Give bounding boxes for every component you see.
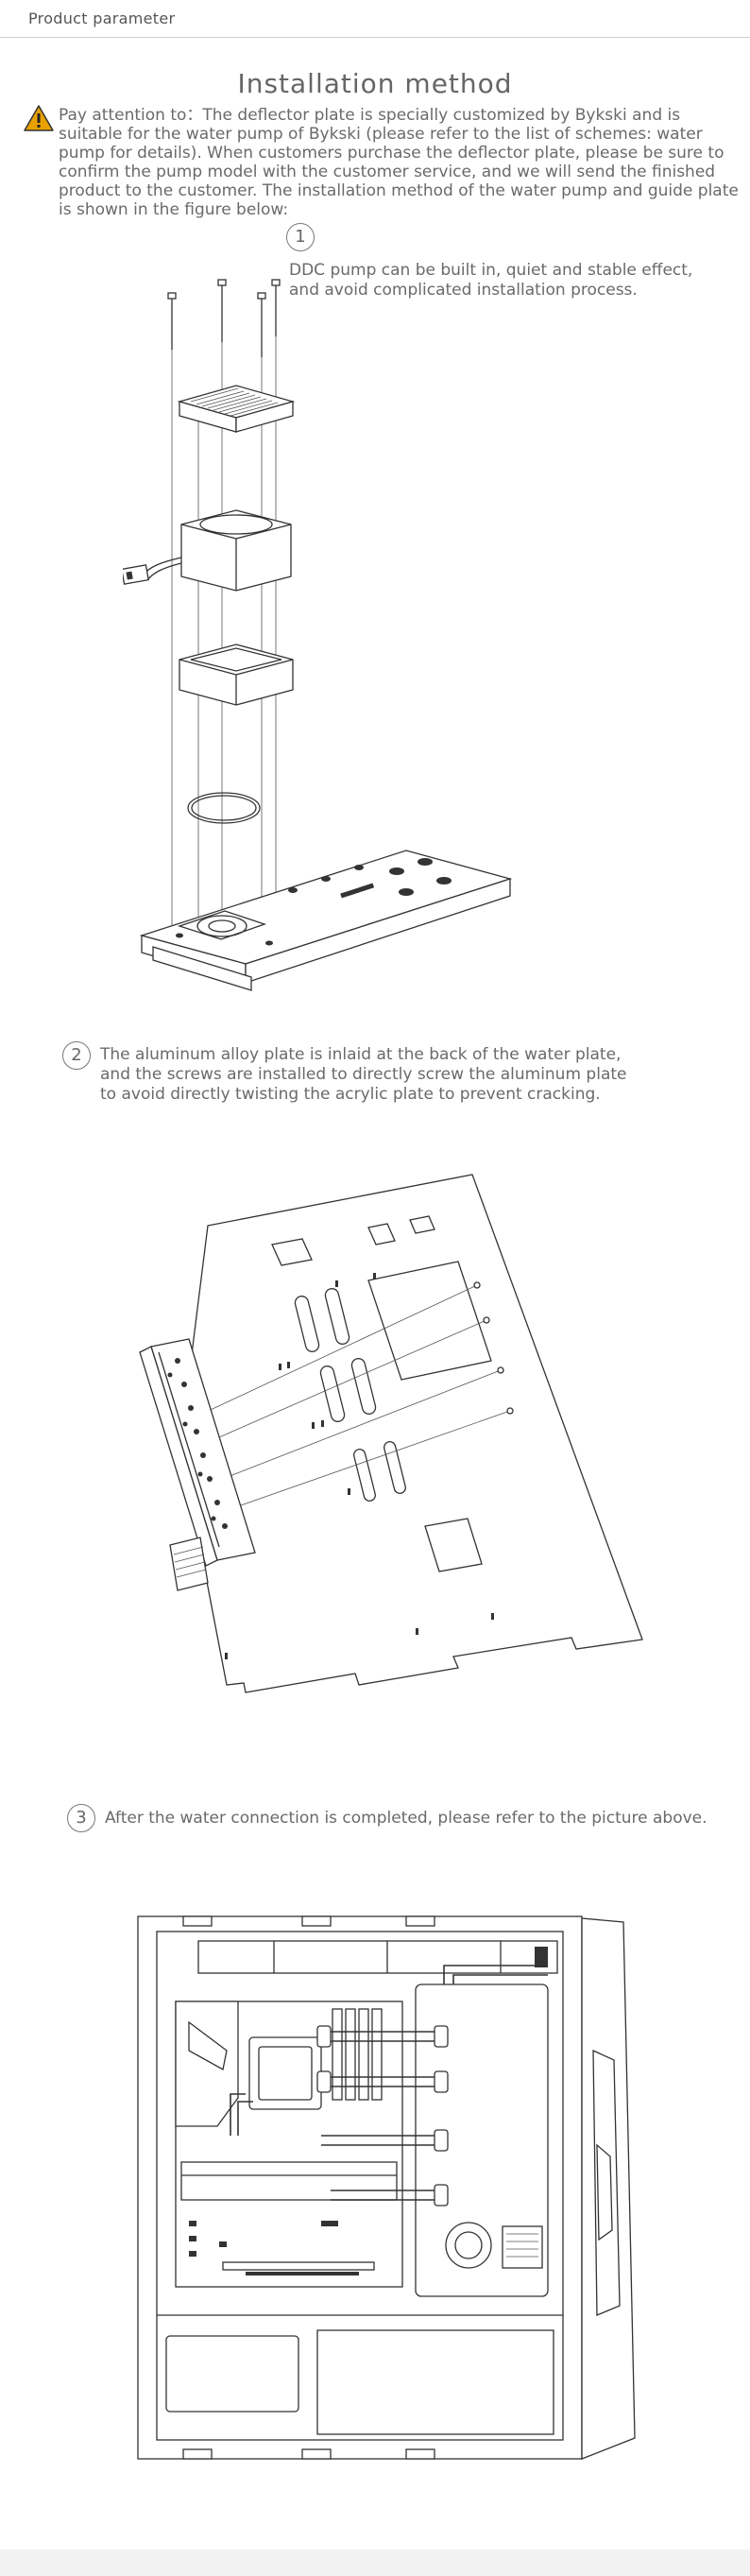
page-title: Installation method [237, 68, 513, 99]
notice-text: Pay attention to：The deflector plate is … [59, 106, 739, 219]
step-2-number: 2 [62, 1041, 91, 1070]
step-1-text: DDC pump can be built in, quiet and stab… [289, 261, 693, 300]
plate-mounting-figure [139, 1174, 643, 1693]
top-bar: Product parameter [0, 0, 750, 38]
footer-band [0, 2550, 750, 2576]
section-label: Product parameter [28, 9, 176, 27]
warning-icon [24, 105, 54, 131]
step-1-number: 1 [286, 223, 315, 251]
step-2-text: The aluminum alloy plate is inlaid at th… [100, 1045, 627, 1104]
step-3-number: 3 [67, 1804, 95, 1832]
case-build-figure [137, 1915, 636, 2460]
pump-exploded-figure [123, 279, 513, 991]
step-3-text: After the water connection is completed,… [105, 1809, 707, 1828]
